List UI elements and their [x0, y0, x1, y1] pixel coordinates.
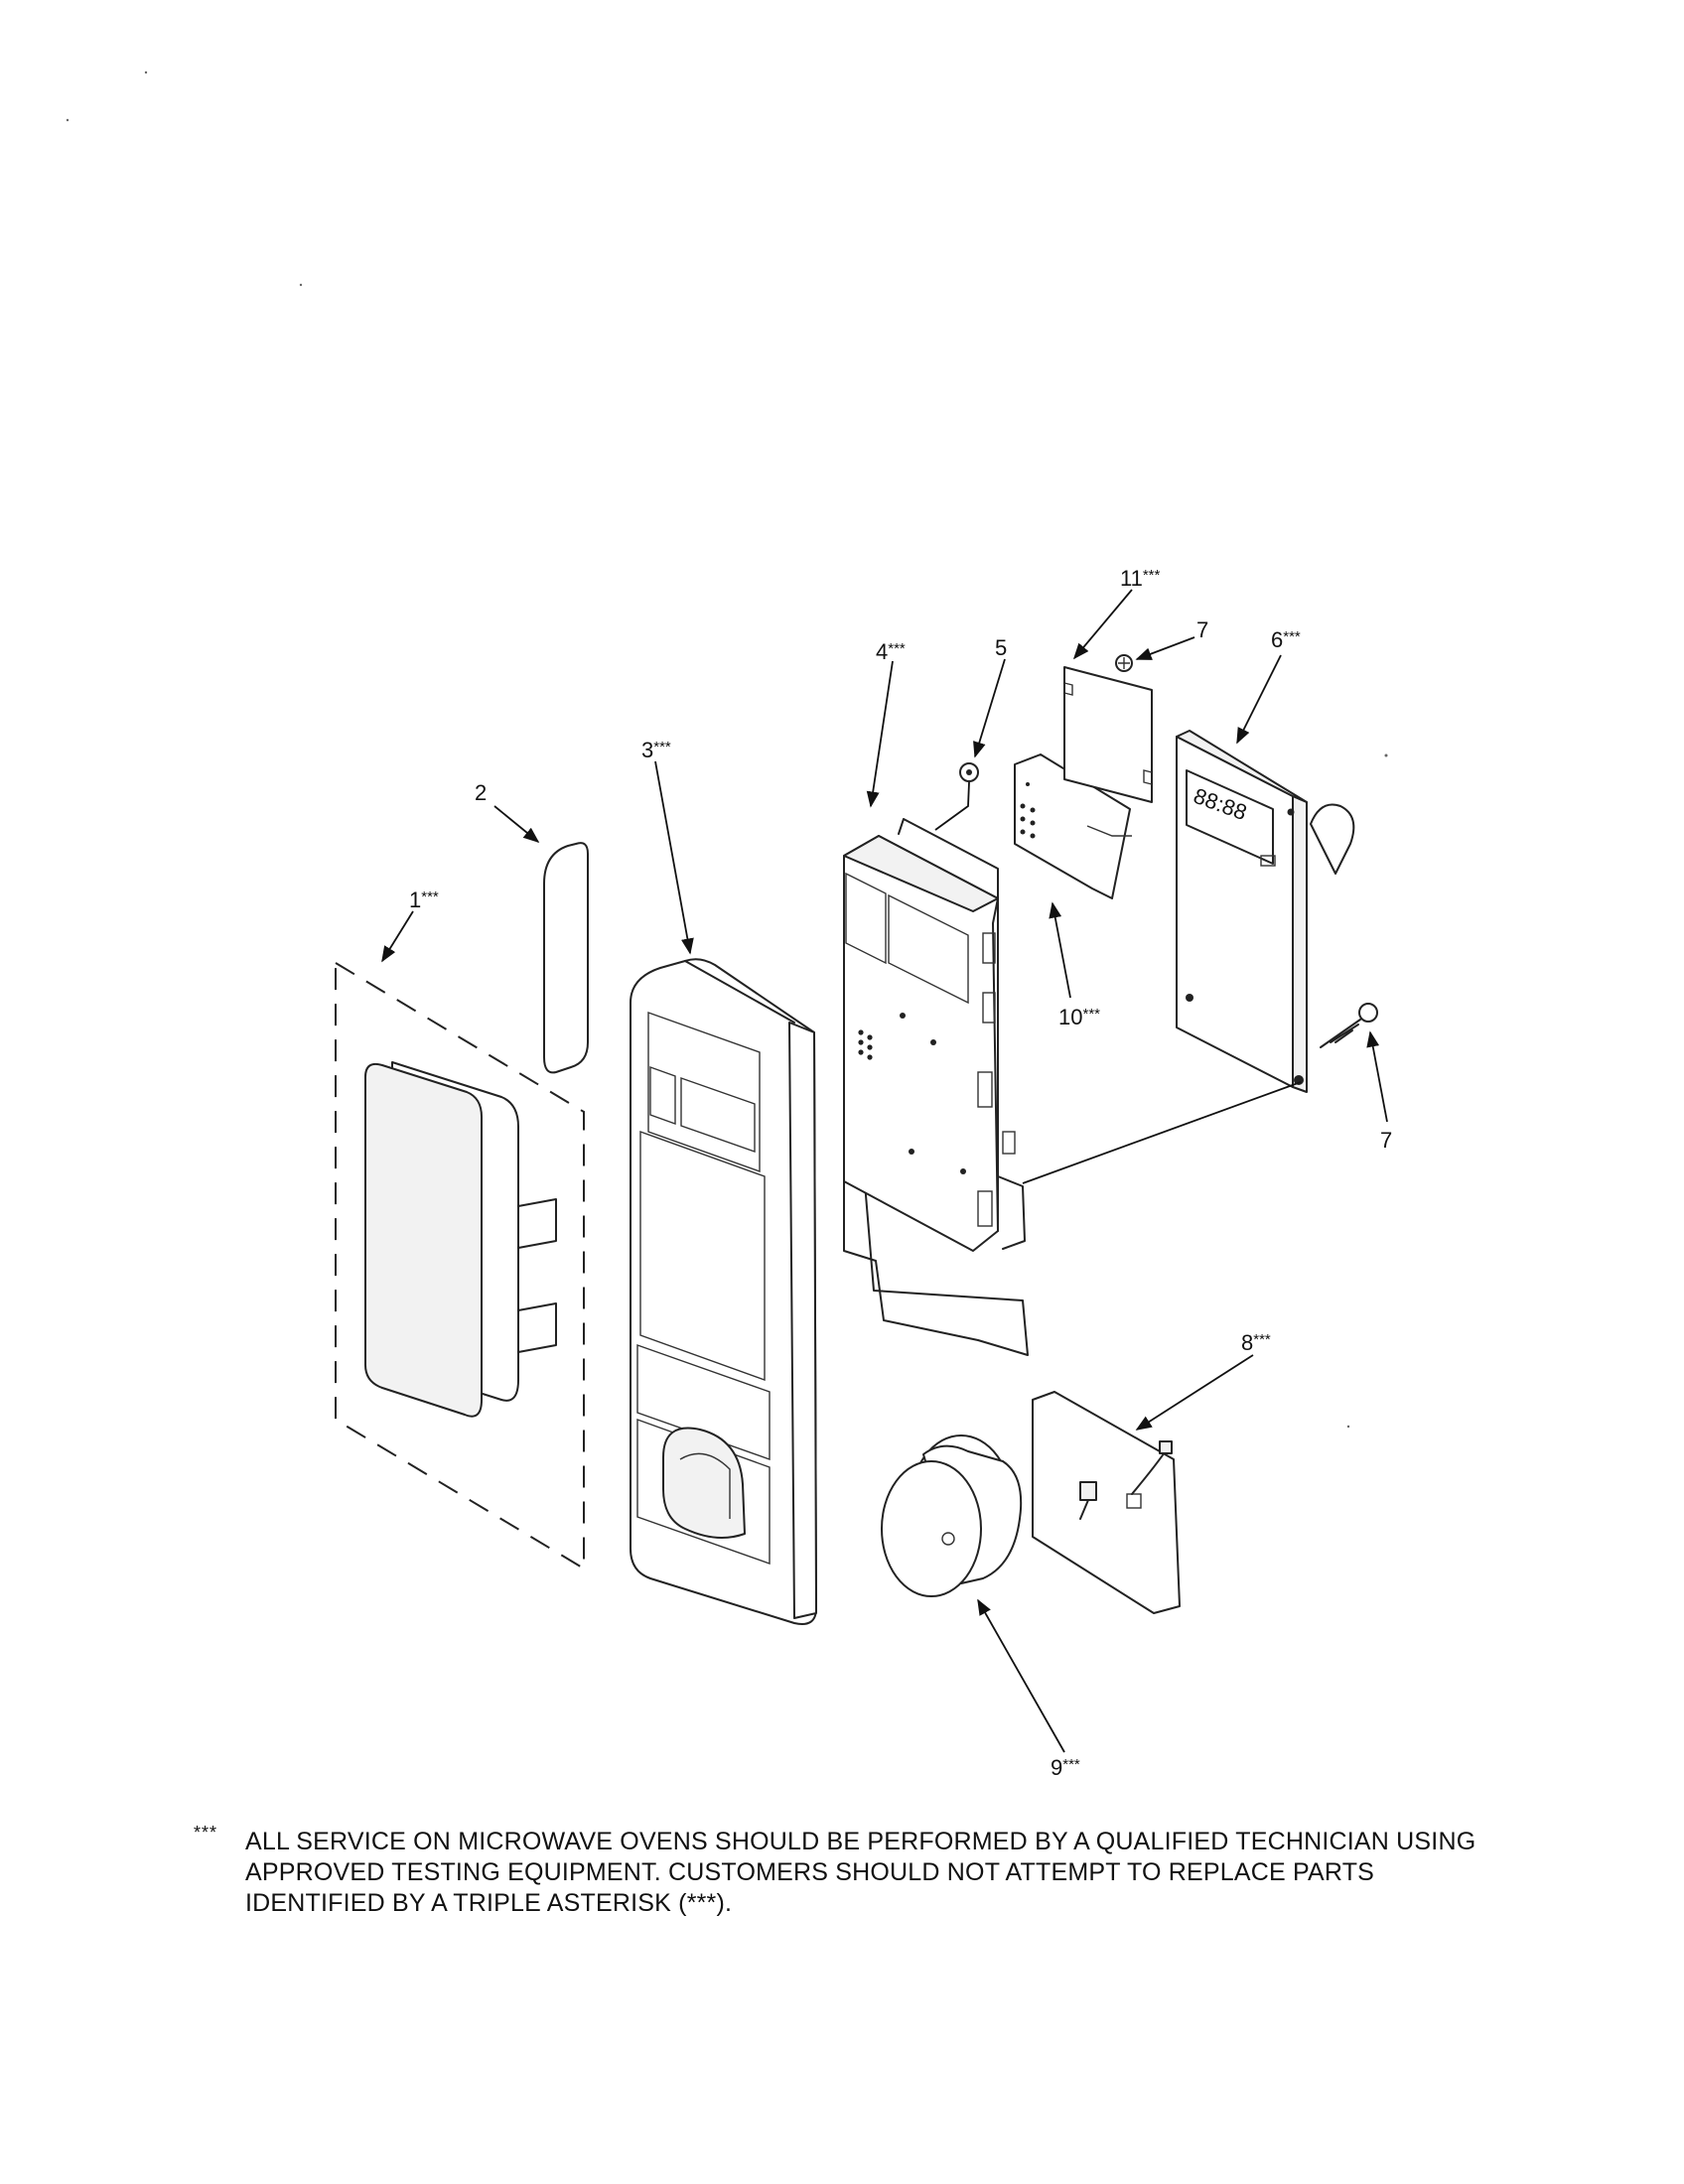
part-2-window-panel [543, 842, 589, 1074]
footnote-line-3: IDENTIFIED BY A TRIPLE ASTERISK (***). [245, 1889, 733, 1917]
callout-1: 1*** [409, 887, 439, 912]
footnote-line-2: APPROVED TESTING EQUIPMENT. CUSTOMERS SH… [245, 1858, 1375, 1886]
part-10-circuit-board [1014, 753, 1132, 899]
part-7-screw-upper [1115, 654, 1133, 672]
part-11-shield-plate [1063, 666, 1153, 803]
callout-9: 9*** [1051, 1755, 1080, 1780]
callout-10: 10*** [1058, 1005, 1100, 1029]
callout-2: 2 [475, 780, 487, 805]
callout-3: 3*** [641, 738, 671, 762]
leader-arrows [381, 589, 1388, 1753]
part-6-display-board: 88:88 [1176, 730, 1355, 1093]
callout-labels: 1*** 2 3*** 4*** 5 6*** 7 7 8*** 9*** 10… [409, 566, 1392, 1780]
assembly-connection-line [1022, 1081, 1302, 1184]
part-1-door-film-assembly [335, 961, 585, 1570]
callout-7-lower: 7 [1380, 1128, 1392, 1153]
part-7-screw-lower [1320, 1003, 1378, 1048]
footnote-text: ALL SERVICE ON MICROWAVE OVENS SHOULD BE… [245, 1827, 1604, 1919]
part-3-control-panel-frame [630, 958, 817, 1625]
part-4-control-bracket [843, 818, 1029, 1356]
callout-8: 8*** [1241, 1330, 1271, 1355]
footnote-line-1: ALL SERVICE ON MICROWAVE OVENS SHOULD BE… [245, 1828, 1476, 1855]
callout-5: 5 [995, 635, 1007, 660]
footnote-asterisk-mark: *** [194, 1823, 218, 1843]
scan-specks [66, 70, 1388, 1429]
part-5-screw [934, 762, 979, 831]
callout-6: 6*** [1271, 627, 1301, 652]
callout-4: 4*** [876, 639, 906, 664]
part-9-selector-knob [881, 1434, 1023, 1597]
service-footnote: *** ALL SERVICE ON MICROWAVE OVENS SHOUL… [194, 1823, 1604, 1919]
callout-7-upper: 7 [1196, 617, 1208, 642]
part-8-selector-board [1032, 1391, 1181, 1614]
callout-11: 11*** [1120, 566, 1161, 591]
